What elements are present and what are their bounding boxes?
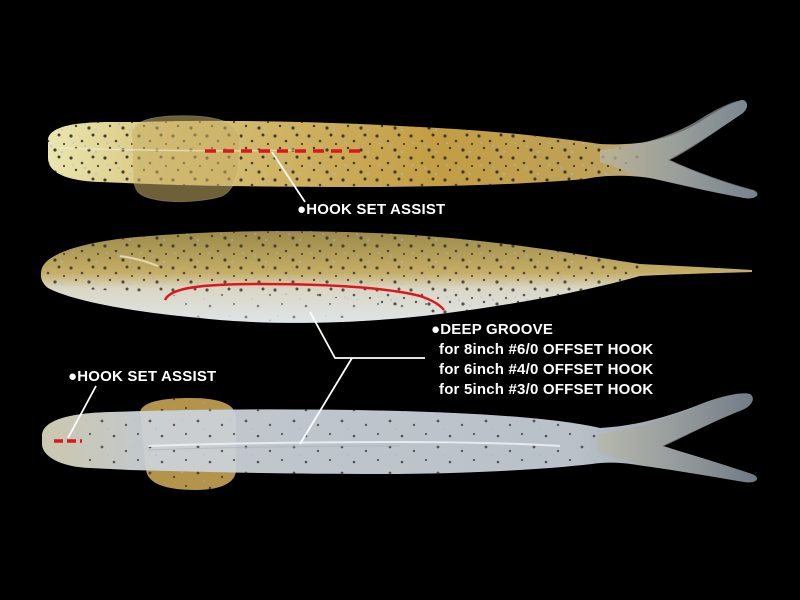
- leader-line-bottom: [67, 385, 97, 439]
- deep-groove-leaders: [299, 311, 425, 445]
- lure-middle-flakes: [42, 231, 640, 314]
- leader-line-deep-groove-branch: [299, 357, 353, 445]
- hook-set-assist-label-bottom: ●HOOK SET ASSIST: [68, 368, 217, 385]
- lure-middle: [40, 231, 752, 323]
- lure-top-tail-fork: [600, 100, 758, 199]
- deep-groove-line-5inch: for 5inch #3/0 OFFSET HOOK: [439, 381, 654, 398]
- lure-middle-eye-slit: [119, 255, 159, 267]
- deep-groove-outline: [163, 282, 445, 311]
- lure-bottom-tail-fork: [598, 393, 758, 483]
- lure-bottom-groove: [147, 440, 561, 447]
- deep-groove-title: ●DEEP GROOVE: [431, 321, 554, 338]
- deep-groove-line-8inch: for 8inch #6/0 OFFSET HOOK: [439, 341, 654, 358]
- deep-groove-label: ●DEEP GROOVE for 8inch #6/0 OFFSET HOOK …: [431, 320, 653, 400]
- lure-middle-belly-flakes: [160, 292, 440, 321]
- lure-top-fin: [131, 115, 241, 203]
- leader-line-deep-groove: [309, 311, 425, 359]
- hook-set-assist-label-top: ●HOOK SET ASSIST: [297, 201, 446, 218]
- lure-bottom: [42, 385, 758, 490]
- leader-line-top: [271, 151, 306, 203]
- lure-top: [47, 100, 758, 203]
- deep-groove-line-6inch: for 6inch #4/0 OFFSET HOOK: [439, 361, 654, 378]
- lure-bottom-groove-shadow: [147, 445, 401, 451]
